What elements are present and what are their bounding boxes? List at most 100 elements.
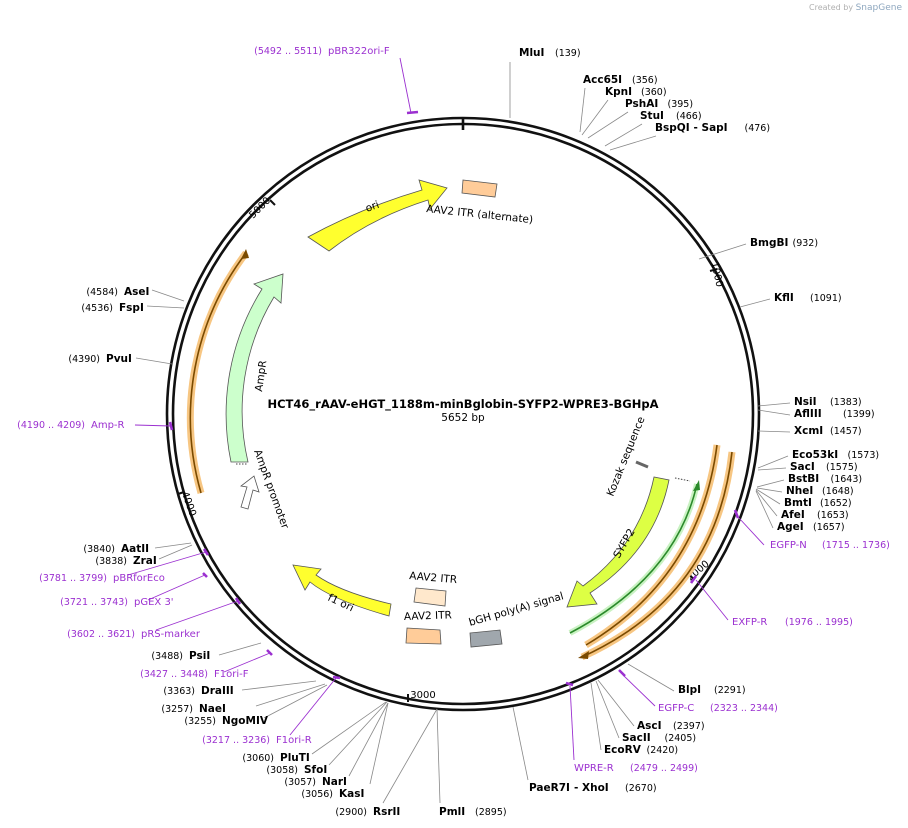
primer-pbrforeco[interactable]: pBRforEco(3781 .. 3799): [39, 573, 165, 584]
enzyme-name: BmgBI: [750, 237, 788, 249]
itr-2-label: AAV2 ITR: [404, 609, 452, 623]
enzyme-position: (4390): [68, 354, 100, 365]
tick-mark-1000: [709, 268, 718, 272]
enzyme-bmti[interactable]: BmtI(1652): [784, 497, 852, 509]
enzyme-pmli[interactable]: PmlI(2895): [439, 806, 507, 818]
primer-leader-f1ori-r: [289, 677, 337, 736]
enzyme-kasi[interactable]: KasI(3056): [301, 788, 364, 800]
enzyme-sacii[interactable]: SacII(2405): [622, 732, 696, 744]
enzyme-name: PvuI: [106, 353, 132, 365]
enzyme-stui[interactable]: StuI(466): [640, 110, 702, 122]
enzyme-acc65i[interactable]: Acc65I(356): [583, 74, 658, 86]
enzyme-blpi[interactable]: BlpI(2291): [678, 684, 746, 696]
enzyme-pshai[interactable]: PshAI(395): [625, 98, 693, 110]
primer-range: (3602 .. 3621): [67, 629, 135, 640]
enzyme-name: AseI: [124, 286, 149, 298]
leader-bmgbi: [698, 243, 747, 260]
enzyme-bstbi[interactable]: BstBI(1643): [788, 473, 862, 485]
enzyme-asci[interactable]: AscI(2397): [637, 720, 705, 732]
enzyme-pluti[interactable]: PluTI(3060): [242, 752, 309, 764]
enzyme-psii[interactable]: PsiI(3488): [151, 650, 210, 662]
leader-stui: [604, 123, 643, 147]
enzyme-position: (2670): [625, 783, 657, 794]
enzyme-sfoi[interactable]: SfoI(3058): [266, 764, 327, 776]
f1ori-feature[interactable]: f1 ori: [292, 564, 392, 617]
primer-egfp-c[interactable]: EGFP-C(2323 .. 2344): [658, 703, 778, 714]
primer-exfp-r[interactable]: EXFP-R(1976 .. 1995): [732, 617, 853, 628]
enzyme-saci[interactable]: SacI(1575): [790, 461, 858, 473]
enzyme-zrai[interactable]: ZraI(3838): [95, 555, 156, 567]
itr-2-feature[interactable]: AAV2 ITR: [404, 609, 452, 645]
enzyme-name: SacII: [622, 732, 651, 744]
kozak-feature[interactable]: Kozak sequence: [605, 415, 649, 498]
enzyme-name: FspI: [119, 302, 144, 314]
ori-feature[interactable]: ori: [307, 179, 448, 252]
enzyme-aatii[interactable]: AatII(3840): [83, 543, 149, 555]
enzyme-name: NgoMIV: [222, 715, 269, 727]
enzyme-ngomiv[interactable]: NgoMIV(3255): [184, 715, 268, 727]
leader-bspqi: [609, 135, 657, 151]
leader-asci: [597, 679, 635, 727]
polya-feature[interactable]: bGH poly(A) signal: [468, 590, 566, 648]
enzyme-kfli[interactable]: KflI(1091): [774, 292, 842, 304]
enzyme-eco53ki[interactable]: Eco53kI(1573): [792, 449, 879, 461]
enzyme-nhei[interactable]: NheI(1648): [786, 485, 854, 497]
itr-1-feature[interactable]: AAV2 ITR: [409, 570, 458, 607]
enzyme-paer7i[interactable]: PaeR7I- XhoI(2670): [529, 782, 657, 794]
primer-wpre-r[interactable]: WPRE-R (2479 .. 2499): [574, 763, 698, 774]
enzyme-draiii[interactable]: DraIII(3363): [163, 685, 233, 697]
syfp2-feature[interactable]: SYFP2: [566, 476, 691, 608]
enzyme-name: PmlI: [439, 806, 465, 818]
enzyme-mlui[interactable]: MluI(139): [519, 47, 581, 59]
primer-leader-exfp-r: [695, 579, 729, 621]
primer-range: (2479 .. 2499): [630, 763, 698, 774]
enzyme-rsrii[interactable]: RsrII(2900): [335, 806, 400, 818]
enzyme-afliii[interactable]: AflIII(1399): [794, 408, 875, 420]
primer-egfp-n[interactable]: EGFP-N(1715 .. 1736): [770, 540, 890, 551]
enzyme-kpni[interactable]: KpnI(360): [605, 86, 667, 98]
credit-prefix: Created by: [809, 3, 854, 12]
leader-sfoi: [328, 701, 388, 766]
enzyme-name: Acc65I: [583, 74, 622, 86]
enzyme-position: (1091): [810, 293, 842, 304]
enzyme-position: (1399): [843, 409, 875, 420]
enzyme-naei[interactable]: NaeI(3257): [161, 703, 226, 715]
enzyme-nsii[interactable]: NsiI(1383): [794, 396, 862, 408]
right-arcs: [568, 444, 736, 661]
enzyme-pvui[interactable]: PvuI (4390): [68, 353, 132, 365]
enzyme-xcmi[interactable]: XcmI (1457): [794, 425, 862, 437]
enzyme-fspi[interactable]: FspI(4536): [81, 302, 143, 314]
enzyme-name: AgeI: [777, 521, 804, 533]
enzyme-name: BspQI: [655, 122, 690, 134]
tick-mark-4000: [177, 491, 185, 495]
leader-kasi: [369, 702, 389, 785]
enzyme-name: EcoRV: [604, 744, 642, 756]
enzyme-agei[interactable]: AgeI(1657): [777, 521, 845, 533]
enzyme-nari[interactable]: NarI(3057): [284, 776, 347, 788]
leader-aatii: [154, 542, 192, 549]
primer-f1ori-r[interactable]: F1ori-R(3217 .. 3236): [202, 735, 312, 746]
plasmid-name: HCT46_rAAV-eHGT_1188m-minBglobin-SYFP2-W…: [267, 397, 658, 412]
leader-naei: [255, 683, 326, 707]
ampr-feature[interactable]: AmpR: [225, 273, 284, 465]
enzyme-name: AscI: [637, 720, 662, 732]
enzyme-position: (1652): [820, 498, 852, 509]
leader-blpi: [627, 663, 675, 692]
primer-amp-r[interactable]: Amp-R(4190 .. 4209): [17, 420, 124, 431]
primer-name: WPRE-R: [574, 763, 614, 774]
primer-pbr322ori-f[interactable]: pBR322ori-F(5492 .. 5511): [254, 46, 390, 57]
primer-f1ori-f[interactable]: F1ori-F(3427 .. 3448): [140, 669, 249, 680]
enzyme-afei[interactable]: AfeI(1653): [781, 509, 849, 521]
primer-range: (3721 .. 3743): [60, 597, 128, 608]
primer-pgex-3[interactable]: pGEX 3'(3721 .. 3743): [60, 597, 173, 608]
primer-prs-marker[interactable]: pRS-marker(3602 .. 3621): [67, 629, 201, 640]
enzyme-bmgbi[interactable]: BmgBI(932): [750, 237, 818, 249]
ampr-promoter-feature[interactable]: AmpR promoter: [240, 448, 291, 531]
enzyme-ecorv[interactable]: EcoRV(2420): [604, 744, 678, 756]
enzyme-asei[interactable]: AseI(4584): [86, 286, 149, 298]
enzyme-bspqi[interactable]: BspQI- SapI(476): [655, 122, 770, 134]
enzyme-name: XcmI: [794, 425, 823, 437]
enzyme-position: (1457): [830, 426, 862, 437]
polya-label: bGH poly(A) signal: [468, 590, 566, 629]
